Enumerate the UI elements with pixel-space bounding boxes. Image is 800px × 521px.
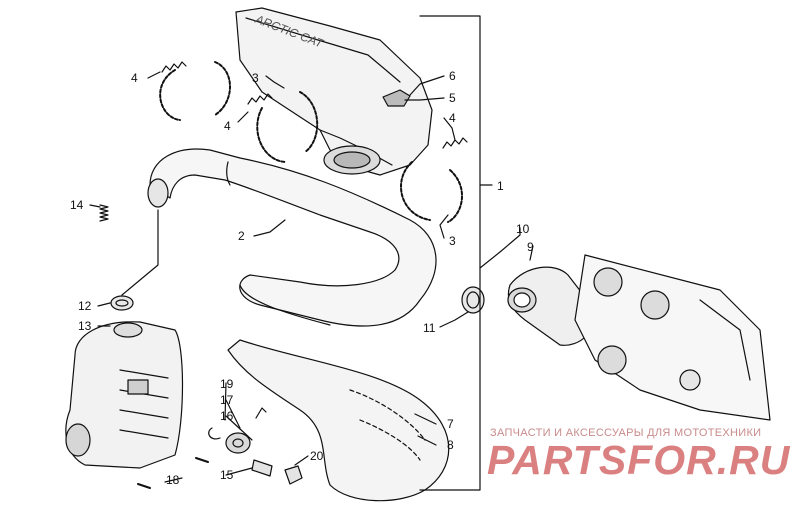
clamp-ring-right xyxy=(400,161,464,223)
exhaust-manifold xyxy=(507,266,596,346)
callout-7: 7 xyxy=(447,417,454,431)
callout-20: 20 xyxy=(310,449,324,463)
clamp-ring-upper-middle xyxy=(256,91,319,163)
callout-1: 1 xyxy=(497,179,504,193)
clip-19 xyxy=(208,427,221,440)
grommet-16 xyxy=(225,432,251,454)
callout-4c: 4 xyxy=(449,111,456,125)
heat-shield xyxy=(227,339,450,502)
callout-8: 8 xyxy=(447,438,454,452)
studs-18 xyxy=(137,457,209,489)
muffler xyxy=(65,321,184,469)
watermark-logo: PARTSFOR.RU xyxy=(487,437,791,483)
gasket-12 xyxy=(110,295,134,311)
callout-18: 18 xyxy=(166,473,180,487)
callout-4a: 4 xyxy=(131,71,138,85)
spring-4b xyxy=(247,93,273,105)
callout-19: 19 xyxy=(220,377,234,391)
gasket-11 xyxy=(461,286,485,314)
callout-4b: 4 xyxy=(224,119,231,133)
bolt-15 xyxy=(251,459,273,477)
nut-20 xyxy=(284,465,303,485)
callout-3b: 3 xyxy=(449,234,456,248)
spring-14 xyxy=(99,204,109,222)
expansion-chamber-shell xyxy=(235,7,433,176)
callout-10: 10 xyxy=(516,222,530,236)
watermark-caption: ЗАПЧАСТИ И АКСЕССУАРЫ ДЛЯ МОТОТЕХНИКИ xyxy=(490,427,762,439)
callout-labels: 4 3 4 6 5 4 1 3 2 14 12 13 10 9 11 7 8 1… xyxy=(70,69,534,487)
callout-11: 11 xyxy=(423,321,436,335)
callout-17: 17 xyxy=(220,393,234,407)
assembly-bracket xyxy=(419,15,481,491)
callout-13: 13 xyxy=(78,319,92,333)
callout-12: 12 xyxy=(78,299,92,313)
callout-15: 15 xyxy=(220,468,234,482)
exhaust-pipe xyxy=(147,148,437,327)
callout-5: 5 xyxy=(449,91,456,105)
pin-17 xyxy=(255,407,267,419)
callout-9: 9 xyxy=(527,240,534,254)
clamp-ring-upper-left xyxy=(159,61,231,121)
callout-14: 14 xyxy=(70,198,84,212)
callout-3a: 3 xyxy=(252,71,259,85)
callout-6: 6 xyxy=(449,69,456,83)
callout-16: 16 xyxy=(220,409,234,423)
engine-cylinder-head xyxy=(574,254,771,421)
callout-2: 2 xyxy=(238,229,245,243)
spring-4a xyxy=(161,61,187,73)
